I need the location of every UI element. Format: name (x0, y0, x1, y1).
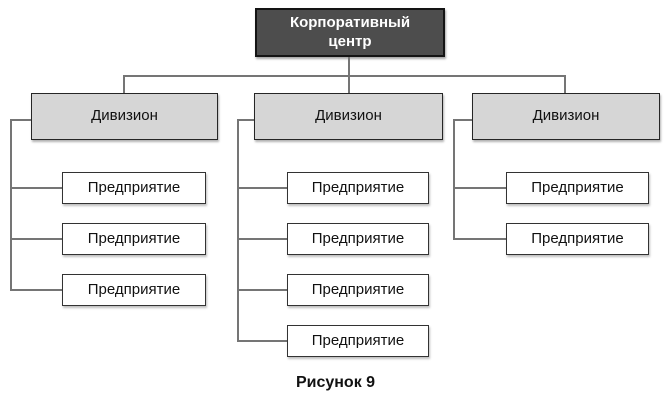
enterprise-3-1-label: Предприятие (531, 178, 624, 196)
connector-div2-stub (237, 119, 254, 121)
connector-div2-child1 (237, 187, 287, 189)
connector-div1-rail (10, 119, 12, 291)
connector-div2-child4 (237, 340, 287, 342)
connector-horizontal-rail (123, 75, 566, 77)
enterprise-box-1-3: Предприятие (62, 274, 206, 306)
connector-div2-child3 (237, 289, 287, 291)
connector-div3-child2 (453, 238, 506, 240)
connector-div3-rail (453, 119, 455, 240)
connector-div2-rail (237, 119, 239, 342)
enterprise-2-1-label: Предприятие (311, 178, 405, 196)
enterprise-box-3-1: Предприятие (506, 172, 649, 204)
connector-div2-child2 (237, 238, 287, 240)
enterprise-3-2-label: Предприятие (531, 229, 624, 247)
division-2-label: Дивизион (315, 107, 382, 125)
connector-div1-stub (10, 119, 31, 121)
enterprise-2-4-label: Предприятие (311, 331, 405, 349)
enterprise-box-2-3: Предприятие (287, 274, 429, 306)
connector-div1-child2 (10, 238, 62, 240)
enterprise-box-1-1: Предприятие (62, 172, 206, 204)
enterprise-box-2-4: Предприятие (287, 325, 429, 357)
connector-drop-right (564, 75, 566, 93)
enterprise-1-2-label: Предприятие (87, 229, 181, 247)
enterprise-box-1-2: Предприятие (62, 223, 206, 255)
division-1-label: Дивизион (91, 107, 158, 125)
division-box-3: Дивизион (472, 93, 660, 140)
enterprise-2-2-label: Предприятие (311, 229, 405, 247)
enterprise-box-3-2: Предприятие (506, 223, 649, 255)
division-box-1: Дивизион (31, 93, 218, 140)
root-box-label: Корпоративный центр (289, 13, 411, 50)
division-box-2: Дивизион (254, 93, 443, 140)
enterprise-1-1-label: Предприятие (87, 178, 181, 196)
enterprise-box-2-1: Предприятие (287, 172, 429, 204)
enterprise-1-3-label: Предприятие (87, 280, 181, 298)
enterprise-2-3-label: Предприятие (311, 280, 405, 298)
connector-drop-left (123, 75, 125, 93)
enterprise-box-2-2: Предприятие (287, 223, 429, 255)
connector-div3-stub (453, 119, 472, 121)
division-3-label: Дивизион (532, 107, 600, 125)
connector-div3-child1 (453, 187, 506, 189)
root-box: Корпоративный центр (255, 8, 445, 57)
connector-div1-child1 (10, 187, 62, 189)
figure-caption: Рисунок 9 (295, 374, 376, 391)
connector-div1-child3 (10, 289, 62, 291)
